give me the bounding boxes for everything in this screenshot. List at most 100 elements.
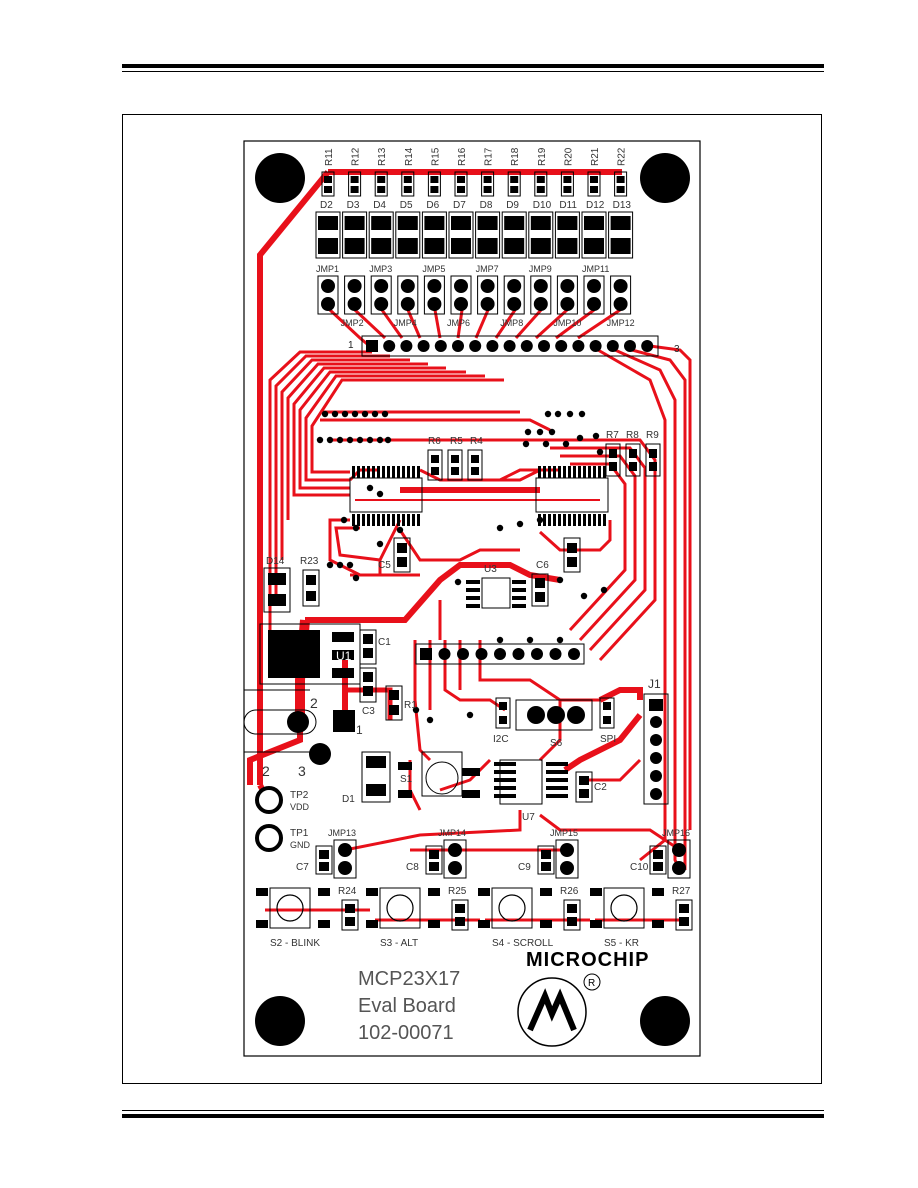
label-d2: D2 bbox=[320, 200, 333, 211]
jumper-jmp14 bbox=[443, 839, 467, 879]
label-r24: R24 bbox=[338, 886, 357, 897]
selector-s6 bbox=[515, 699, 593, 731]
jumper-pad bbox=[503, 275, 525, 315]
label-r12: R12 bbox=[351, 147, 362, 166]
resistor-r27 bbox=[675, 899, 693, 931]
jumper-pad bbox=[610, 275, 632, 315]
label-c10: C10 bbox=[630, 862, 649, 873]
pushbutton-4 bbox=[491, 887, 533, 929]
resistor-r1 bbox=[385, 685, 403, 721]
resistor-r18 bbox=[507, 171, 521, 197]
crystal-outline bbox=[425, 761, 459, 795]
resistor-r15 bbox=[427, 171, 441, 197]
pushbutton-5 bbox=[603, 887, 645, 929]
cap-c1 bbox=[359, 629, 377, 665]
jumper-pad bbox=[344, 275, 366, 315]
marking-number: 102-00071 bbox=[358, 1022, 454, 1044]
label-tp2: TP2 bbox=[290, 790, 309, 801]
label-d1: D1 bbox=[342, 794, 355, 805]
resistor-r19 bbox=[534, 171, 548, 197]
label-r22: R22 bbox=[617, 147, 628, 166]
resistor-r20 bbox=[560, 171, 574, 197]
mounting-hole-top-right bbox=[640, 153, 690, 203]
label-j1: J1 bbox=[648, 677, 661, 691]
label-jmp11: JMP11 bbox=[582, 264, 609, 274]
cap-c5 bbox=[393, 537, 411, 573]
resistor-r16 bbox=[454, 171, 468, 197]
resistor-group-r4-r6 bbox=[427, 449, 483, 481]
header-rule bbox=[122, 64, 824, 68]
cap-c7 bbox=[315, 845, 333, 875]
jumper-pad bbox=[317, 275, 339, 315]
label-switch-2: S2 - BLINK bbox=[270, 938, 320, 949]
label-r9: R9 bbox=[646, 430, 659, 441]
marking-part: MCP23X17 bbox=[358, 968, 460, 990]
power-jack bbox=[243, 689, 355, 765]
pushbutton-3 bbox=[379, 887, 421, 929]
label-d14: D14 bbox=[266, 556, 285, 567]
label-r5: R5 bbox=[450, 436, 463, 447]
test-point-tp1 bbox=[255, 824, 283, 852]
mounting-hole-bottom-right bbox=[640, 996, 690, 1046]
led-d12 bbox=[581, 211, 607, 259]
jumper-jmp16 bbox=[667, 839, 691, 879]
label-d8: D8 bbox=[480, 200, 493, 211]
jumper-pad bbox=[530, 275, 552, 315]
jumper-jmp15 bbox=[555, 839, 579, 879]
label-c3: C3 bbox=[362, 706, 375, 717]
led-d9 bbox=[501, 211, 527, 259]
header-rule-thin bbox=[122, 71, 824, 72]
led-d11 bbox=[554, 211, 580, 259]
label-jack-3: 3 bbox=[298, 763, 306, 779]
footer-rule-thin bbox=[122, 1110, 824, 1111]
resistor-r13 bbox=[374, 171, 388, 197]
header-outline bbox=[361, 335, 659, 357]
mounting-hole-bottom-left bbox=[255, 996, 305, 1046]
label-d9: D9 bbox=[506, 200, 519, 211]
label-jmp2: JMP2 bbox=[341, 318, 364, 328]
jumper-pad bbox=[583, 275, 605, 315]
resistor-r24 bbox=[341, 899, 359, 931]
label-jmp6: JMP6 bbox=[447, 318, 470, 328]
vias bbox=[316, 410, 608, 724]
header-pins bbox=[366, 340, 654, 352]
jumper-pad bbox=[556, 275, 578, 315]
resistor-r17 bbox=[481, 171, 495, 197]
label-r25: R25 bbox=[448, 886, 467, 897]
led-d8 bbox=[475, 211, 501, 259]
label-r7: R7 bbox=[606, 430, 619, 441]
cap-c4 bbox=[563, 537, 581, 573]
label-jmp16: JMP16 bbox=[662, 828, 690, 838]
label-c6: C6 bbox=[536, 560, 549, 571]
label-r1: R1 bbox=[404, 700, 417, 711]
label-r17: R17 bbox=[484, 147, 495, 166]
label-tp1: TP1 bbox=[290, 828, 309, 839]
label-r19: R19 bbox=[537, 147, 548, 166]
microchip-logo-icon bbox=[517, 973, 601, 1047]
jumper-jmp13 bbox=[333, 839, 357, 879]
resistor-r12 bbox=[348, 171, 362, 197]
header-pin1-label: 1 bbox=[348, 340, 354, 351]
jumper-pad bbox=[450, 275, 472, 315]
label-r21: R21 bbox=[590, 147, 601, 166]
jumper-pad bbox=[397, 275, 419, 315]
label-i2c: I2C bbox=[493, 734, 509, 745]
label-d12: D12 bbox=[586, 200, 605, 211]
cap-c3 bbox=[359, 667, 377, 703]
label-spi: SPI bbox=[600, 734, 616, 745]
label-r13: R13 bbox=[377, 147, 388, 166]
connector-j1 bbox=[643, 693, 669, 805]
led-d13 bbox=[608, 211, 634, 259]
label-jack-2: 2 bbox=[310, 695, 318, 711]
label-d7: D7 bbox=[453, 200, 466, 211]
cap-c6 bbox=[531, 573, 549, 607]
label-r23: R23 bbox=[300, 556, 319, 567]
label-jmp15: JMP15 bbox=[550, 828, 578, 838]
label-d11: D11 bbox=[559, 200, 577, 211]
resistor-group-r7-r9 bbox=[605, 443, 661, 477]
label-r20: R20 bbox=[563, 147, 574, 166]
